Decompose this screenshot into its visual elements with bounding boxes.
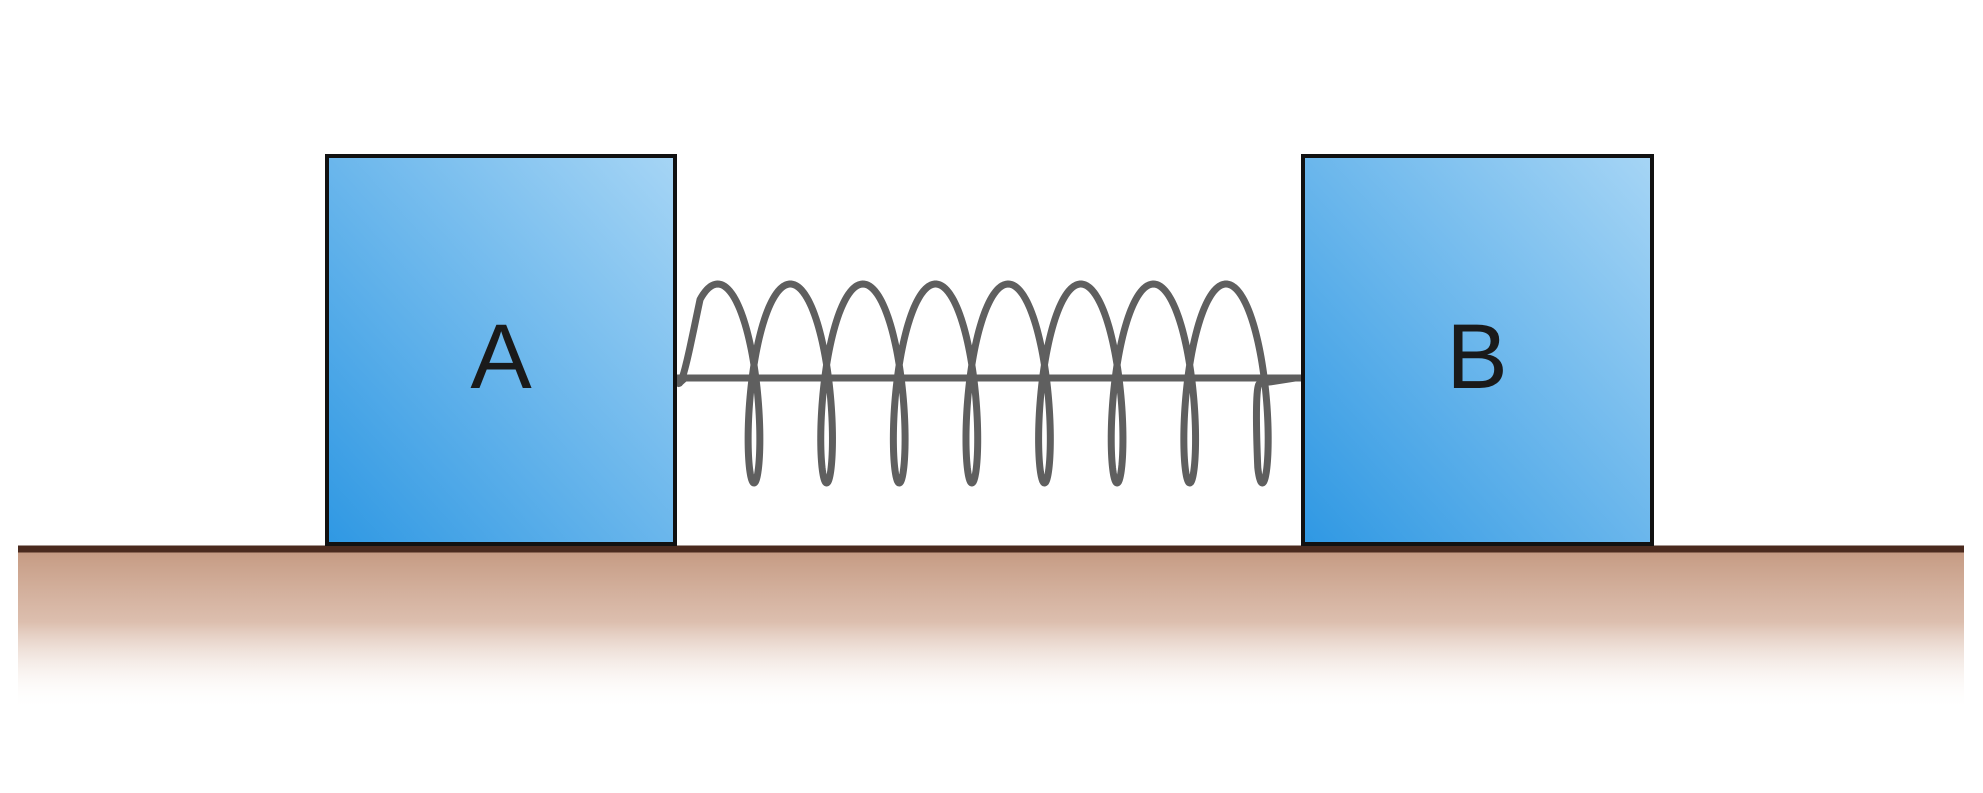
ground-fill (18, 550, 1964, 710)
block-b: B (1301, 154, 1654, 546)
spring (670, 280, 1308, 487)
spring-coil (675, 280, 1299, 487)
ground (18, 545, 1964, 710)
block-a-body (325, 154, 677, 546)
block-a-label: A (470, 306, 532, 408)
block-b-body (1301, 154, 1654, 546)
block-b-label: B (1446, 306, 1507, 408)
block-a: A (325, 154, 677, 546)
